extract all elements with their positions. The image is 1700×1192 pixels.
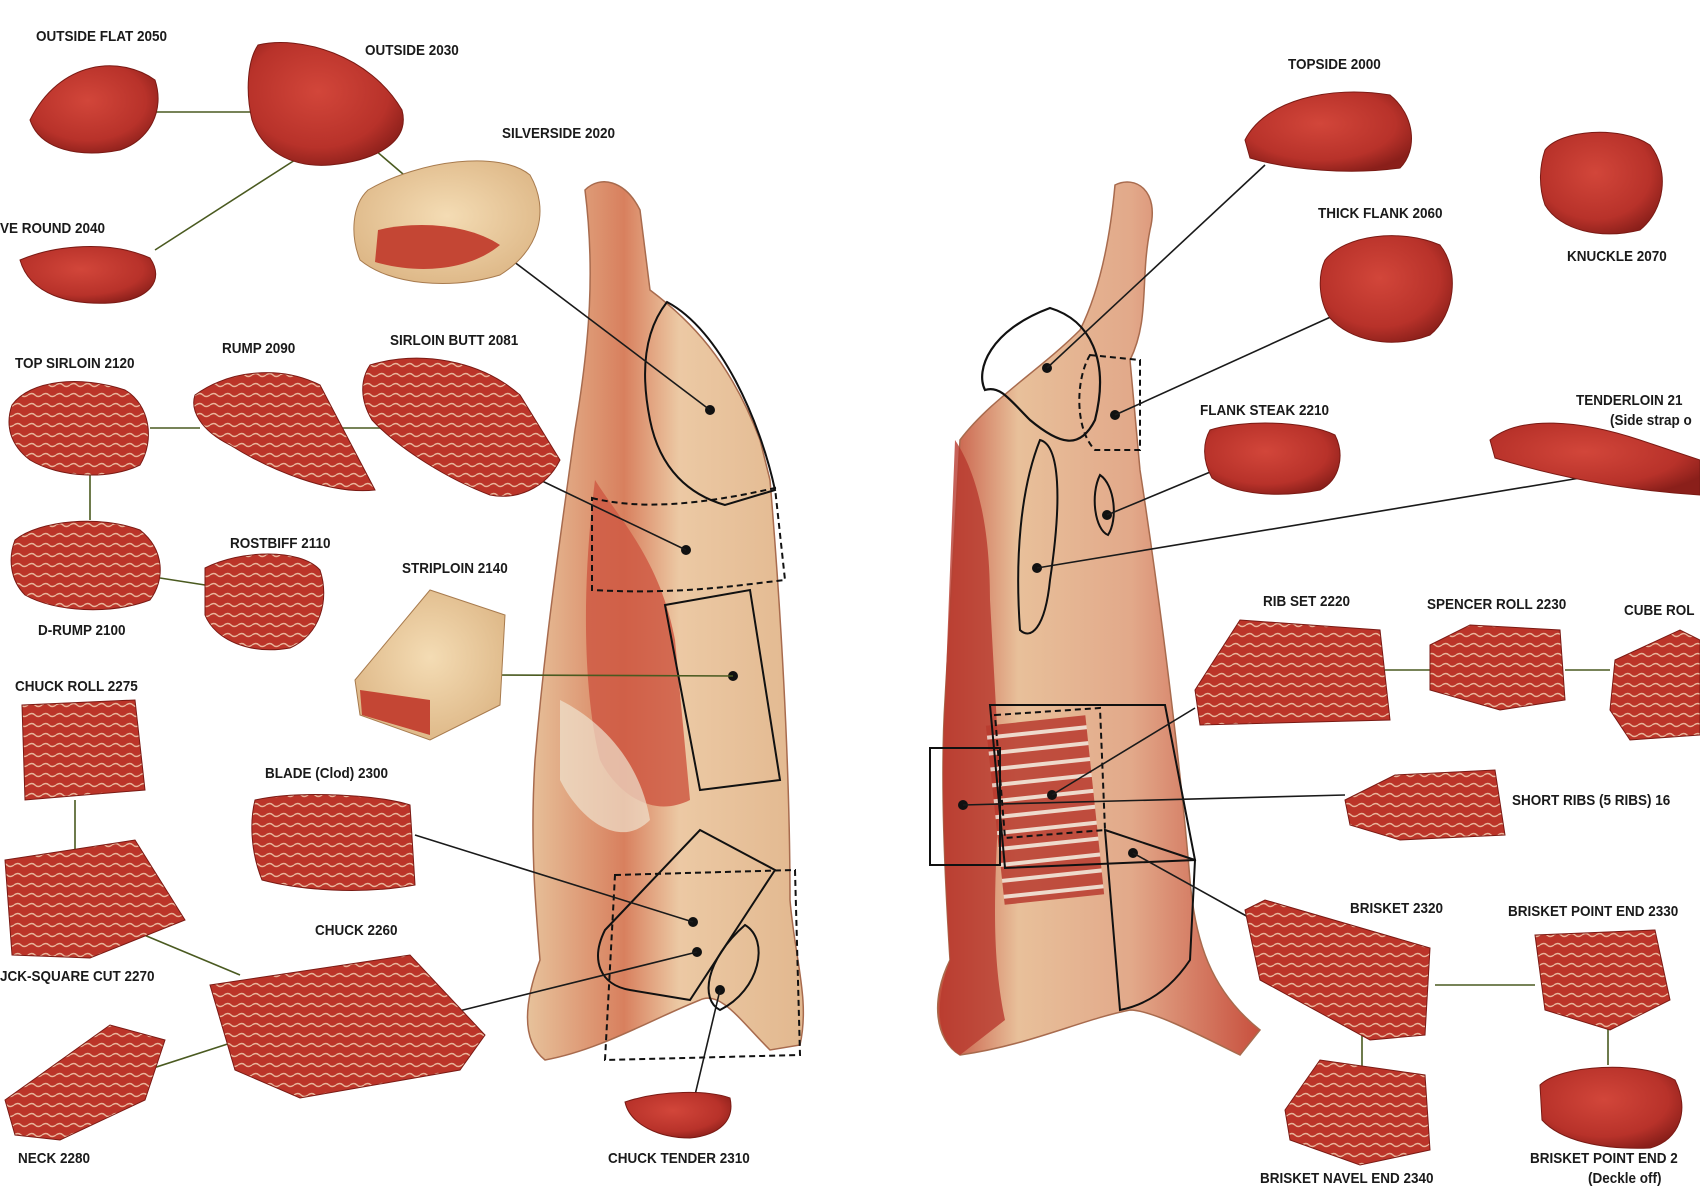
label-cube-roll: CUBE ROL xyxy=(1624,602,1695,619)
label-chuck-roll: CHUCK ROLL 2275 xyxy=(15,678,138,695)
cut-silverside-lean xyxy=(375,225,500,269)
region-rump xyxy=(591,486,787,593)
label-outside: OUTSIDE 2030 xyxy=(365,42,459,59)
carcass-right xyxy=(929,181,1262,1056)
cut-chuck-square-cut xyxy=(4,839,186,959)
cut-cube-roll xyxy=(1609,629,1700,741)
label-brisket-point-end-2: BRISKET POINT END 2 xyxy=(1530,1150,1678,1167)
label-topside: TOPSIDE 2000 xyxy=(1288,56,1381,73)
region-striploin xyxy=(663,588,782,792)
cut-outside xyxy=(247,42,404,166)
label-deckle-off: (Deckle off) xyxy=(1588,1170,1662,1187)
region-short-ribs xyxy=(929,747,1001,866)
region-topside xyxy=(981,306,1102,442)
region-tenderloin xyxy=(1017,438,1059,635)
label-d-rump: D-RUMP 2100 xyxy=(38,622,126,639)
region-thick-flank xyxy=(1078,353,1141,451)
cut-rib-set xyxy=(1194,619,1391,726)
cut-neck xyxy=(4,1024,166,1141)
label-brisket-navel-end: BRISKET NAVEL END 2340 xyxy=(1260,1170,1434,1187)
cut-flank-steak xyxy=(1204,422,1341,495)
label-knuckle: KNUCKLE 2070 xyxy=(1567,248,1667,265)
carcass-left-fat-patch xyxy=(560,700,650,833)
cut-knuckle xyxy=(1540,131,1663,235)
cut-short-ribs xyxy=(1344,769,1506,841)
region-spencer-roll xyxy=(993,706,1107,840)
cut-sirloin-butt xyxy=(362,357,561,497)
label-rump: RUMP 2090 xyxy=(222,340,296,357)
label-tenderloin-note: (Side strap o xyxy=(1610,412,1692,429)
region-flank-steak xyxy=(1093,473,1115,537)
label-chuck-square-cut: JCK-SQUARE CUT 2270 xyxy=(0,968,155,985)
cut-brisket xyxy=(1244,899,1431,1041)
cut-tenderloin xyxy=(1489,422,1700,496)
carcass-right-ribs xyxy=(985,715,1105,905)
leader-lines xyxy=(414,164,1581,1096)
cut-outside-flat xyxy=(29,65,159,154)
cut-brisket-navel-end xyxy=(1284,1059,1431,1166)
cut-pieces-left xyxy=(4,42,732,1141)
cut-rostbiff xyxy=(204,553,325,651)
region-chuck-tender xyxy=(707,923,760,1012)
label-neck: NECK 2280 xyxy=(18,1150,91,1167)
label-thick-flank: THICK FLANK 2060 xyxy=(1318,205,1443,222)
label-chuck: CHUCK 2260 xyxy=(315,922,398,939)
cut-brisket-point-end xyxy=(1534,929,1671,1031)
cut-pieces-right xyxy=(1194,91,1700,1166)
label-top-sirloin: TOP SIRLOIN 2120 xyxy=(15,355,135,372)
cut-top-sirloin xyxy=(8,381,149,476)
cut-brisket-point-end-deckle-off xyxy=(1539,1066,1683,1149)
region-brisket xyxy=(1103,828,1197,1012)
label-short-ribs: SHORT RIBS (5 RIBS) 16 xyxy=(1512,792,1671,809)
label-chuck-tender: CHUCK TENDER 2310 xyxy=(608,1150,750,1167)
label-blade: BLADE (Clod) 2300 xyxy=(265,765,389,782)
cut-spencer-roll xyxy=(1429,624,1566,711)
label-eye-round: VE ROUND 2040 xyxy=(0,220,106,237)
label-brisket-point-end: BRISKET POINT END 2330 xyxy=(1508,903,1679,920)
cut-striploin-lean xyxy=(360,690,430,735)
region-chuck xyxy=(603,868,802,1062)
label-silverside: SILVERSIDE 2020 xyxy=(502,125,616,142)
label-spencer-roll: SPENCER ROLL 2230 xyxy=(1427,596,1567,613)
cut-blade xyxy=(251,794,416,891)
label-flank-steak: FLANK STEAK 2210 xyxy=(1200,402,1330,419)
label-tenderloin: TENDERLOIN 21 xyxy=(1576,392,1683,409)
label-brisket: BRISKET 2320 xyxy=(1350,900,1444,917)
label-sirloin-butt: SIRLOIN BUTT 2081 xyxy=(390,332,519,349)
label-rostbiff: ROSTBIFF 2110 xyxy=(230,535,331,552)
cut-rump xyxy=(193,372,376,492)
cut-chuck-tender xyxy=(624,1091,732,1139)
carcass-left xyxy=(526,181,805,1062)
cut-topside xyxy=(1244,91,1412,172)
cut-chuck xyxy=(209,954,486,1099)
label-striploin: STRIPLOIN 2140 xyxy=(402,560,508,577)
carcass-left-red-muscle xyxy=(585,480,690,807)
cut-d-rump xyxy=(10,520,161,611)
label-outside-flat: OUTSIDE FLAT 2050 xyxy=(36,28,168,45)
label-rib-set: RIB SET 2220 xyxy=(1263,593,1351,610)
cut-eye-round xyxy=(19,246,157,304)
cut-chuck-roll xyxy=(21,699,146,801)
cut-thick-flank xyxy=(1319,235,1453,343)
